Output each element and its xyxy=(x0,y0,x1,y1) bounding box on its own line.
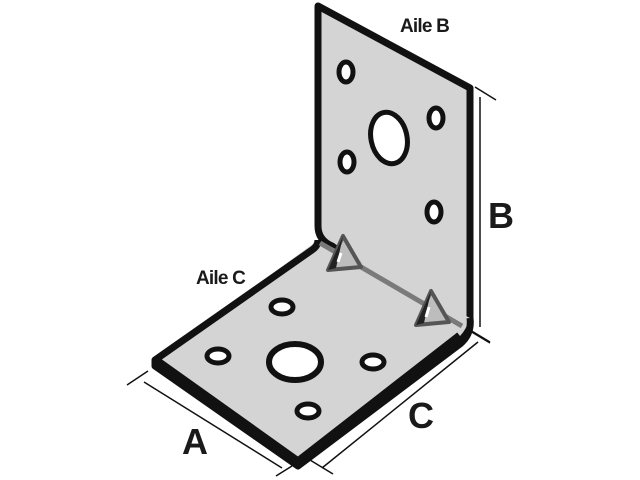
hole-icon xyxy=(368,109,410,167)
label-dim-a: A xyxy=(182,421,208,462)
hole-icon xyxy=(294,401,322,421)
dimension-a xyxy=(126,370,293,477)
rib-icon xyxy=(414,289,451,327)
dimension-c xyxy=(309,330,491,475)
hole-icon xyxy=(204,346,232,366)
hole-icon xyxy=(337,149,357,175)
hole-icon xyxy=(336,59,356,85)
hole-icon xyxy=(266,341,324,383)
rib-icon xyxy=(326,234,363,272)
hole-icon xyxy=(426,105,446,131)
dimension-b xyxy=(469,86,497,343)
label-dim-c: C xyxy=(408,395,434,436)
label-dim-b: B xyxy=(488,195,514,236)
hole-icon xyxy=(359,352,387,372)
hole-icon xyxy=(268,297,296,317)
horizontal-flange-c xyxy=(151,239,474,470)
hole-icon xyxy=(424,199,444,225)
label-aile-b: Aile B xyxy=(400,16,449,37)
label-aile-c: Aile C xyxy=(196,268,246,289)
reinforcement-ribs xyxy=(318,234,464,329)
